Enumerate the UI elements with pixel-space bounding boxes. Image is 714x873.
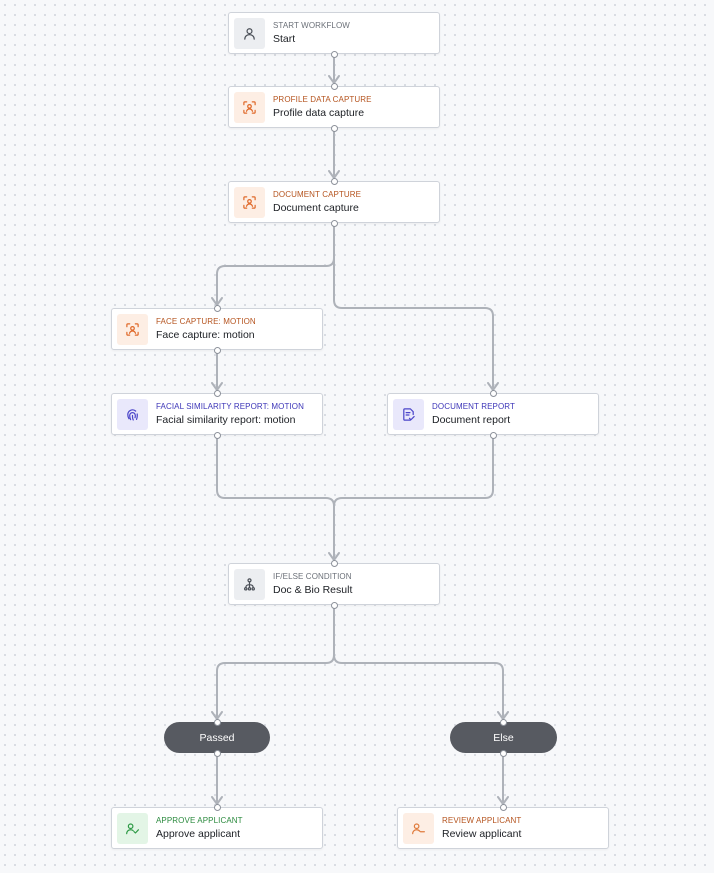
node-label: Approve applicant (156, 828, 241, 840)
node-kind: APPROVE APPLICANT (156, 816, 243, 825)
node-face-capture-motion[interactable]: FACE CAPTURE: MOTION Face capture: motio… (111, 308, 323, 350)
connection-port[interactable] (330, 219, 338, 227)
node-label: Document report (432, 414, 511, 426)
node-kind: PROFILE DATA CAPTURE (273, 95, 372, 104)
node-facial-similarity-report[interactable]: FACIAL SIMILARITY REPORT: MOTION Facial … (111, 393, 323, 435)
connection-port[interactable] (330, 50, 338, 58)
node-kind: FACE CAPTURE: MOTION (156, 317, 256, 326)
branch-icon (244, 578, 255, 591)
connection-port[interactable] (213, 803, 221, 811)
connection-port[interactable] (330, 82, 338, 90)
node-document-report[interactable]: DOCUMENT REPORT Document report (387, 393, 599, 435)
connection-port[interactable] (489, 389, 497, 397)
node-icon-box (393, 399, 424, 430)
connection-port[interactable] (330, 559, 338, 567)
node-label: Profile data capture (273, 107, 365, 119)
face-scan-icon (243, 196, 256, 209)
node-label: Facial similarity report: motion (156, 414, 296, 426)
node-icon-box (117, 314, 148, 345)
connection-port[interactable] (330, 124, 338, 132)
connection-port[interactable] (213, 346, 221, 354)
edge-document-to-face (216, 223, 335, 307)
person-icon (244, 28, 255, 40)
node-kind: FACIAL SIMILARITY REPORT: MOTION (156, 402, 304, 411)
node-label: Face capture: motion (156, 329, 255, 341)
node-icon-box (403, 813, 434, 844)
connection-port[interactable] (213, 431, 221, 439)
node-start[interactable]: START WORKFLOW Start (228, 12, 440, 54)
node-icon-box (234, 92, 265, 123)
connection-port[interactable] (213, 718, 221, 726)
node-kind: DOCUMENT CAPTURE (273, 190, 362, 199)
connection-port[interactable] (213, 304, 221, 312)
node-icon-box (117, 399, 148, 430)
face-scan-icon (243, 101, 256, 114)
node-label: Doc & Bio Result (273, 584, 353, 596)
node-icon-box (117, 813, 148, 844)
fingerprint-icon (127, 409, 138, 421)
node-kind: START WORKFLOW (273, 21, 350, 30)
node-profile-data-capture[interactable]: PROFILE DATA CAPTURE Profile data captur… (228, 86, 440, 128)
user-minus-icon (412, 823, 425, 835)
node-kind: DOCUMENT REPORT (432, 402, 515, 411)
node-document-capture[interactable]: DOCUMENT CAPTURE Document capture (228, 181, 440, 223)
node-if-else-condition[interactable]: IF/ELSE CONDITION Doc & Bio Result (228, 563, 440, 605)
branch-else-pill[interactable]: Else (450, 722, 557, 753)
user-check-icon (126, 823, 140, 835)
edge-facial-to-condition (216, 435, 335, 562)
connection-port[interactable] (499, 803, 507, 811)
node-approve-applicant[interactable]: APPROVE APPLICANT Approve applicant (111, 807, 323, 849)
edge-document-to-docreport (333, 223, 494, 392)
edge-docreport-to-condition (333, 435, 494, 562)
connection-port[interactable] (213, 389, 221, 397)
node-label: Start (273, 33, 296, 45)
node-label: Review applicant (442, 828, 522, 840)
node-label: Document capture (273, 202, 359, 214)
node-icon-box (234, 187, 265, 218)
edge-condition-to-else (333, 605, 504, 721)
node-icon-box (234, 569, 265, 600)
node-review-applicant[interactable]: REVIEW APPLICANT Review applicant (397, 807, 609, 849)
branch-passed-pill[interactable]: Passed (164, 722, 270, 753)
connection-port[interactable] (489, 431, 497, 439)
face-scan-icon (126, 323, 139, 336)
node-kind: REVIEW APPLICANT (442, 816, 522, 825)
connection-port[interactable] (499, 749, 507, 757)
node-icon-box (234, 18, 265, 49)
node-kind: IF/ELSE CONDITION (273, 572, 352, 581)
connection-port[interactable] (330, 601, 338, 609)
document-check-icon (403, 408, 415, 421)
connection-port[interactable] (330, 177, 338, 185)
edge-condition-to-passed (216, 605, 335, 721)
connection-port[interactable] (213, 749, 221, 757)
connection-port[interactable] (499, 718, 507, 726)
